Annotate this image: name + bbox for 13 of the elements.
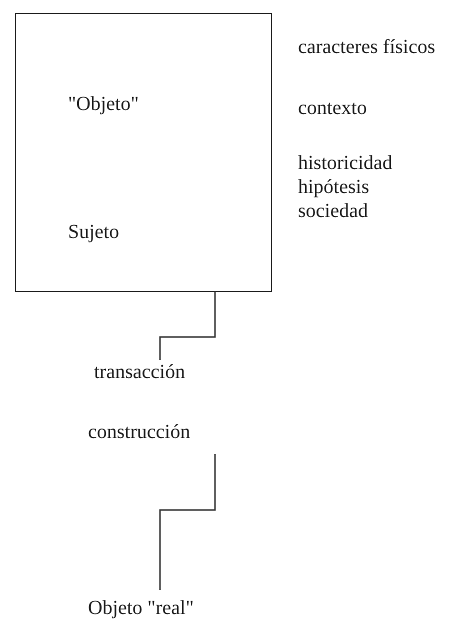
side-label: historicidad [298, 151, 392, 175]
box-text: Sujeto [68, 220, 120, 244]
side-label: caracteres físicos [298, 35, 436, 59]
side-label: contexto [298, 96, 367, 120]
side-label: sociedad [298, 199, 368, 223]
box-text: "Objeto" [68, 92, 139, 116]
side-label: hipótesis [298, 175, 370, 199]
frame-box [15, 13, 272, 292]
step-connector [159, 454, 216, 590]
node-text: construcción [88, 420, 190, 444]
step-connector [159, 292, 216, 360]
node-text: Objeto "real" [88, 596, 194, 620]
node-text: transacción [94, 360, 186, 384]
